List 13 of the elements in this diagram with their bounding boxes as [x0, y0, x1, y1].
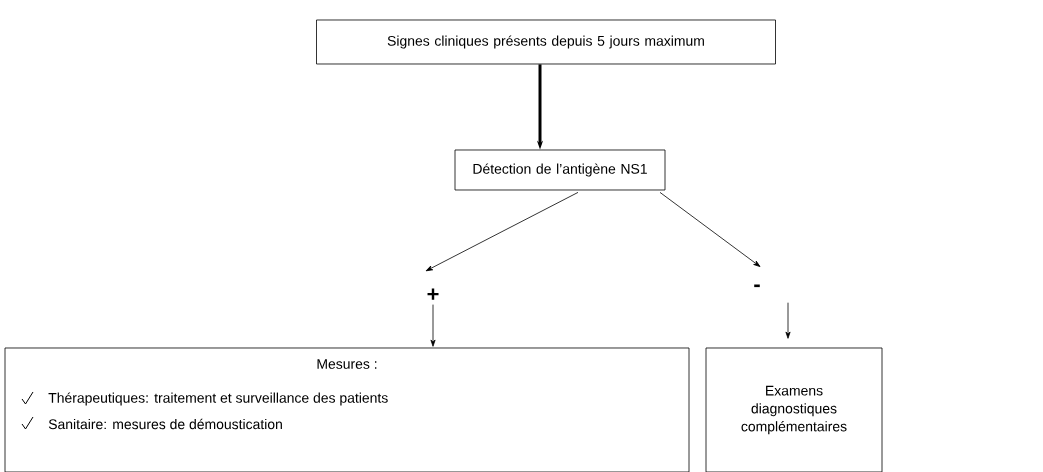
bullet-text: Sanitaire: mesures de démoustication [48, 418, 282, 430]
arrow [430, 304, 436, 347]
bullet-text: Thérapeutiques: traitement et surveillance des patients [48, 392, 388, 406]
arrow [659, 192, 761, 267]
branch-sign: + [427, 288, 439, 300]
arrow [785, 302, 791, 339]
process-box [4, 347, 690, 472]
process-box: Examens diagnostiques complémentaires [705, 347, 883, 472]
process-box: Signes cliniques présents depuis 5 jours maximum [316, 19, 776, 65]
branch-sign: - [754, 284, 760, 288]
arrow [425, 192, 579, 272]
process-box: Détection de l’antigène NS1 [454, 149, 666, 191]
box-heading: Mesures : [317, 359, 377, 369]
